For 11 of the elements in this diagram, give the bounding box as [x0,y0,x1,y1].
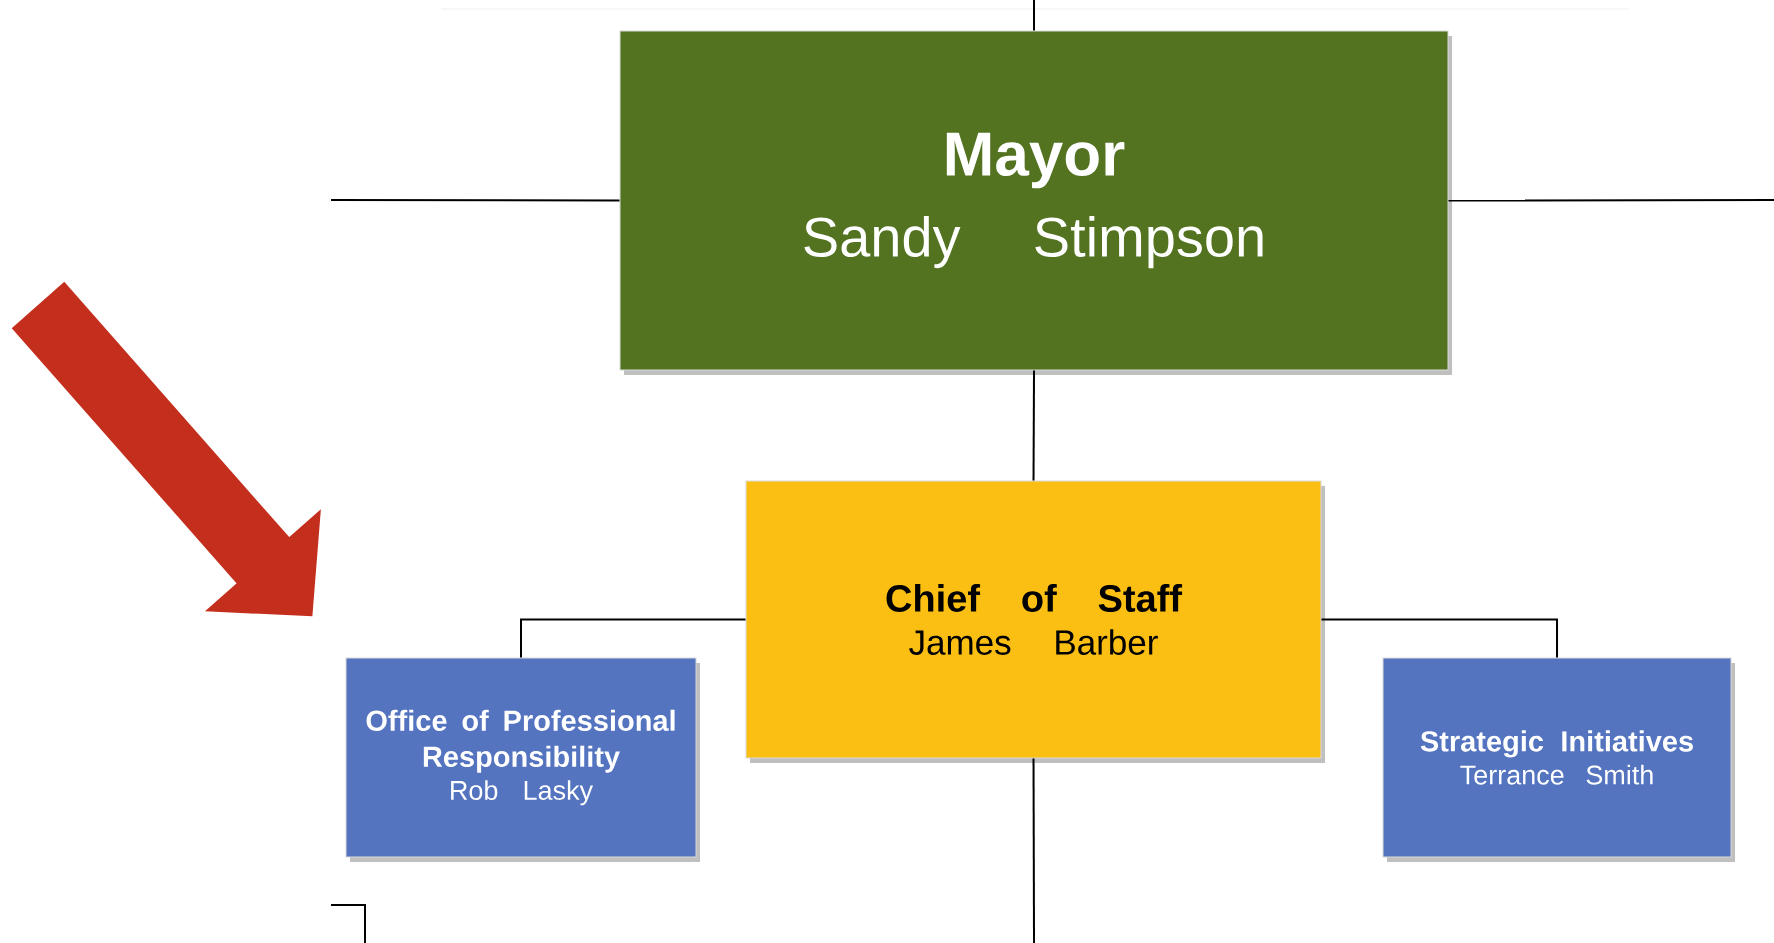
connector-line [1032,369,1035,482]
connector-line [1320,618,1558,659]
connector-line [1447,199,1774,202]
connector-line [330,199,621,202]
office-box: Strategic Initiatives Terrance Smith [1382,657,1735,862]
chief-box: Chief of Staff James Barber [745,480,1325,763]
connector-line [520,618,747,659]
office-box: Office of Professional Responsibility Rob Lasky [345,657,700,862]
connector-line [1033,0,1035,32]
connector-line [1032,757,1035,943]
mayor-box: Mayor Sandy Stimpson [619,30,1452,375]
